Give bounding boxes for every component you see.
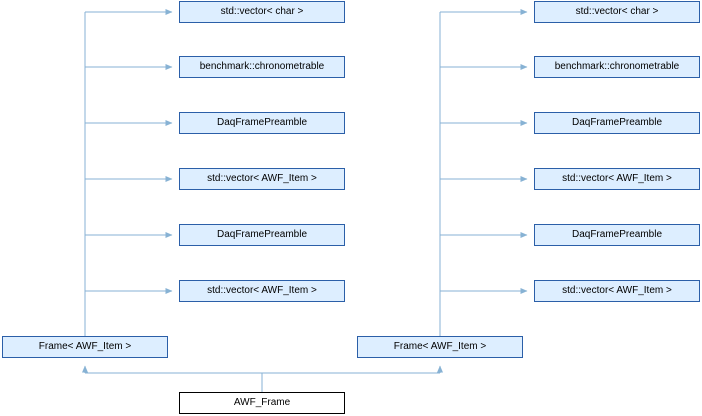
- node-label: Frame< AWF_Item >: [38, 341, 132, 352]
- node-std-vector-awf-item-left-2[interactable]: std::vector< AWF_Item >: [179, 280, 345, 302]
- node-label: DaqFramePreamble: [571, 229, 663, 240]
- node-label: std::vector< char >: [220, 6, 304, 17]
- node-label: std::vector< AWF_Item >: [207, 173, 317, 184]
- node-std-vector-char-right[interactable]: std::vector< char >: [534, 1, 700, 23]
- node-label: std::vector< AWF_Item >: [562, 285, 672, 296]
- node-label: DaqFramePreamble: [216, 229, 308, 240]
- node-std-vector-char-left[interactable]: std::vector< char >: [179, 1, 345, 23]
- node-label: benchmark::chronometrable: [554, 61, 680, 72]
- node-benchmark-chronometrable-left[interactable]: benchmark::chronometrable: [179, 56, 345, 78]
- node-std-vector-awf-item-right-1[interactable]: std::vector< AWF_Item >: [534, 168, 700, 190]
- node-daqframepreamble-left-1[interactable]: DaqFramePreamble: [179, 112, 345, 134]
- node-benchmark-chronometrable-right[interactable]: benchmark::chronometrable: [534, 56, 700, 78]
- node-label: DaqFramePreamble: [571, 117, 663, 128]
- node-label: std::vector< char >: [575, 6, 659, 17]
- node-frame-awf-item-left[interactable]: Frame< AWF_Item >: [2, 336, 168, 358]
- node-awf-frame[interactable]: AWF_Frame: [179, 392, 345, 414]
- node-label: AWF_Frame: [233, 397, 291, 408]
- node-label: Frame< AWF_Item >: [393, 341, 487, 352]
- node-frame-awf-item-right[interactable]: Frame< AWF_Item >: [357, 336, 523, 358]
- node-daqframepreamble-right-1[interactable]: DaqFramePreamble: [534, 112, 700, 134]
- node-daqframepreamble-right-2[interactable]: DaqFramePreamble: [534, 224, 700, 246]
- node-std-vector-awf-item-left-1[interactable]: std::vector< AWF_Item >: [179, 168, 345, 190]
- node-label: DaqFramePreamble: [216, 117, 308, 128]
- node-daqframepreamble-left-2[interactable]: DaqFramePreamble: [179, 224, 345, 246]
- node-label: std::vector< AWF_Item >: [562, 173, 672, 184]
- node-std-vector-awf-item-right-2[interactable]: std::vector< AWF_Item >: [534, 280, 700, 302]
- node-label: benchmark::chronometrable: [199, 61, 325, 72]
- node-label: std::vector< AWF_Item >: [207, 285, 317, 296]
